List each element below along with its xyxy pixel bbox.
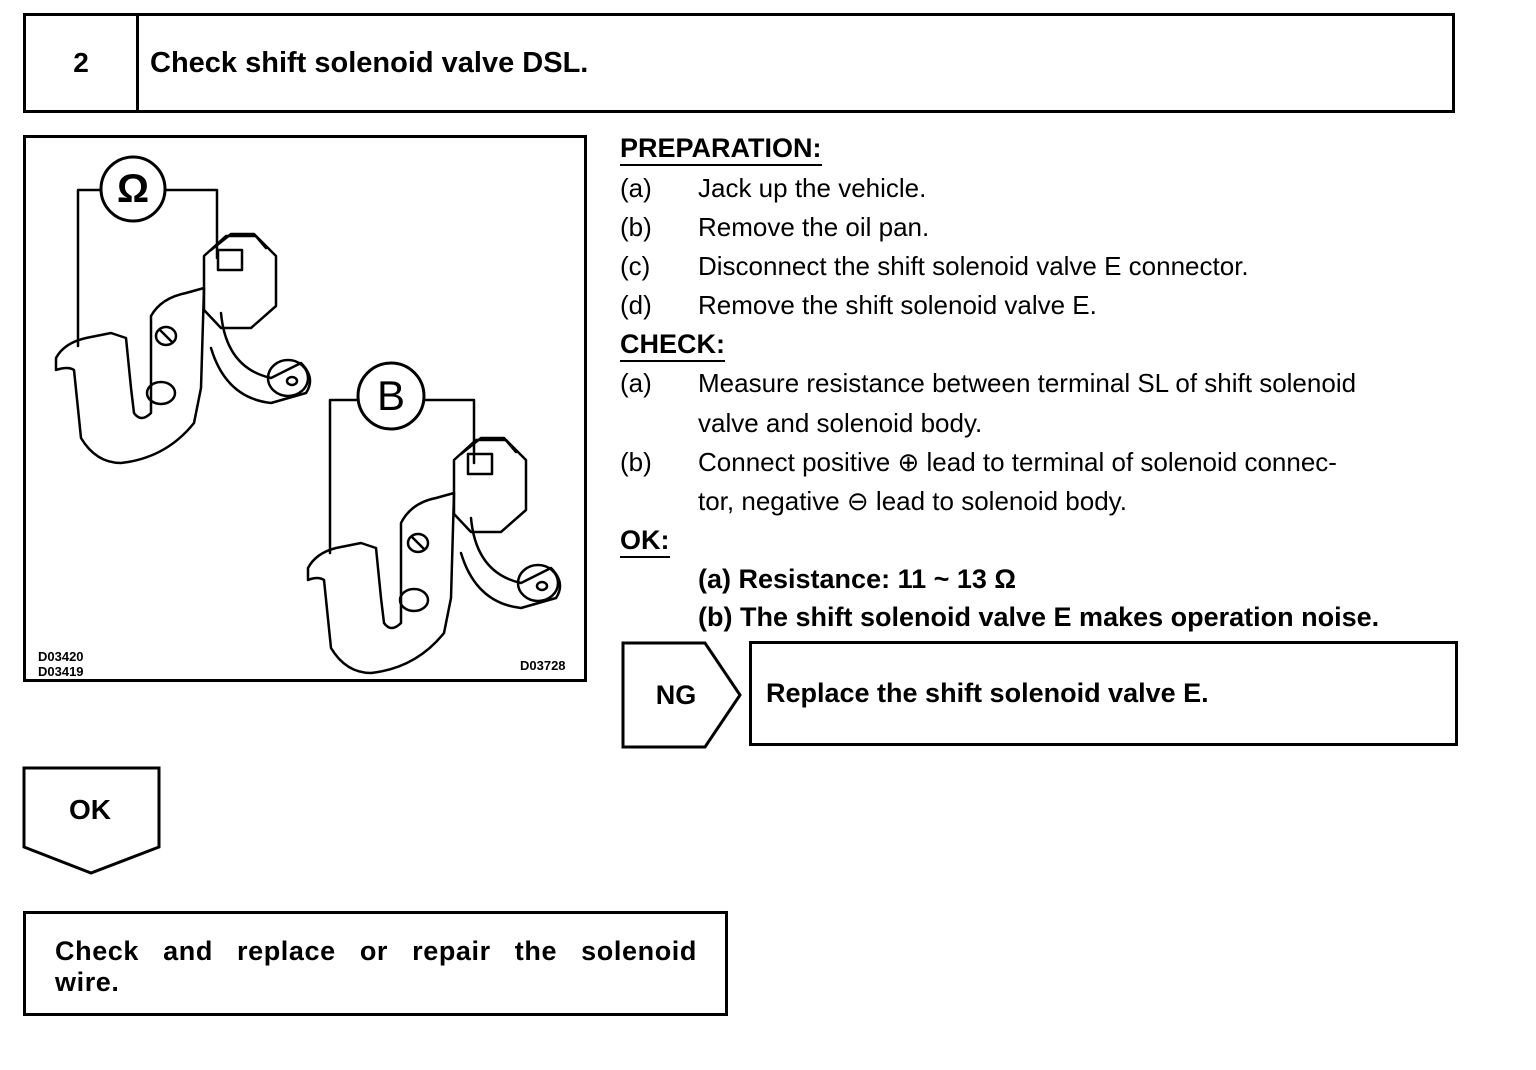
ok-spec-noise: (b) The shift solenoid valve E makes ope… — [698, 602, 1380, 632]
prep-label-d: (d) — [620, 290, 652, 320]
step-number: 2 — [26, 16, 139, 110]
ng-action-box: Replace the shift solenoid valve E. — [749, 641, 1458, 746]
ohmmeter-circle — [99, 155, 167, 223]
ok-action-line2: wire. — [55, 967, 120, 997]
ok-action-line1: Check and replace or repair the solenoid — [55, 936, 697, 966]
check-heading: CHECK: — [620, 329, 725, 362]
check-b-post1: lead to terminal of solenoid connec- — [926, 447, 1337, 477]
lower-bracket-hole — [398, 587, 430, 613]
lower-connector — [452, 438, 528, 534]
ng-label: NG — [655, 679, 697, 710]
plus-symbol-icon: ⊕ — [897, 447, 920, 477]
check-text-b-line2: tor, negative ⊖ lead to solenoid body. — [698, 486, 1127, 516]
upper-bracket-hole — [145, 380, 177, 406]
lower-lead-left — [328, 398, 360, 555]
battery-symbol: B — [376, 372, 405, 419]
check-text-a-line1: Measure resistance between terminal SL o… — [698, 368, 1357, 398]
preparation-heading: PREPARATION: — [620, 133, 822, 166]
ng-arrow-icon — [621, 641, 742, 749]
check-b-post2: lead to solenoid body. — [875, 486, 1127, 516]
ng-action-text: Replace the shift solenoid valve E. — [766, 678, 1209, 708]
ok-arrow-icon — [22, 766, 161, 875]
solenoid-diagram — [54, 155, 562, 675]
ok-action-box: Check and replace or repair the solenoid… — [23, 911, 728, 1016]
upper-valve-body — [209, 311, 312, 405]
figure-code-3: D03728 — [520, 658, 566, 673]
prep-text-a: Jack up the vehicle. — [698, 173, 927, 203]
prep-text-d: Remove the shift solenoid valve E. — [698, 290, 1097, 320]
prep-text-b: Remove the oil pan. — [698, 212, 930, 242]
upper-connector — [202, 234, 278, 330]
ok-label: OK — [69, 794, 111, 825]
upper-lead-left — [76, 188, 106, 348]
step-title: Check shift solenoid valve DSL. — [150, 46, 589, 79]
battery-circle — [356, 361, 426, 431]
solenoid-figure: Ω B D03420 D03419 D03728 — [23, 135, 587, 682]
prep-label-b: (b) — [620, 212, 652, 242]
figure-code-2: D03419 — [38, 664, 84, 679]
check-label-a: (a) — [620, 368, 652, 398]
ok-spec-resistance: (a) Resistance: 11 ~ 13 Ω — [698, 564, 1017, 594]
upper-bracket-bolt — [154, 325, 178, 347]
step-header-box — [23, 13, 1455, 113]
lower-valve-body — [459, 516, 562, 610]
check-text-b-line1: Connect positive ⊕ lead to terminal of s… — [698, 447, 1337, 477]
prep-text-c: Disconnect the shift solenoid valve E co… — [698, 251, 1249, 281]
lower-lead-right — [422, 398, 476, 465]
minus-symbol-icon: ⊖ — [846, 486, 869, 516]
check-label-b: (b) — [620, 447, 652, 477]
check-b-pre2: tor, negative — [698, 486, 840, 516]
prep-label-a: (a) — [620, 173, 652, 203]
ohmmeter-symbol: Ω — [116, 166, 150, 211]
ok-heading: OK: — [620, 525, 670, 558]
upper-terminal — [216, 248, 244, 272]
check-b-pre1: Connect positive — [698, 447, 891, 477]
lower-bracket-bolt — [406, 532, 430, 554]
prep-label-c: (c) — [620, 251, 651, 281]
upper-lead-right — [160, 188, 219, 260]
check-text-a-line2: valve and solenoid body. — [698, 408, 983, 438]
figure-code-1: D03420 — [38, 649, 84, 664]
lower-terminal — [466, 452, 494, 476]
